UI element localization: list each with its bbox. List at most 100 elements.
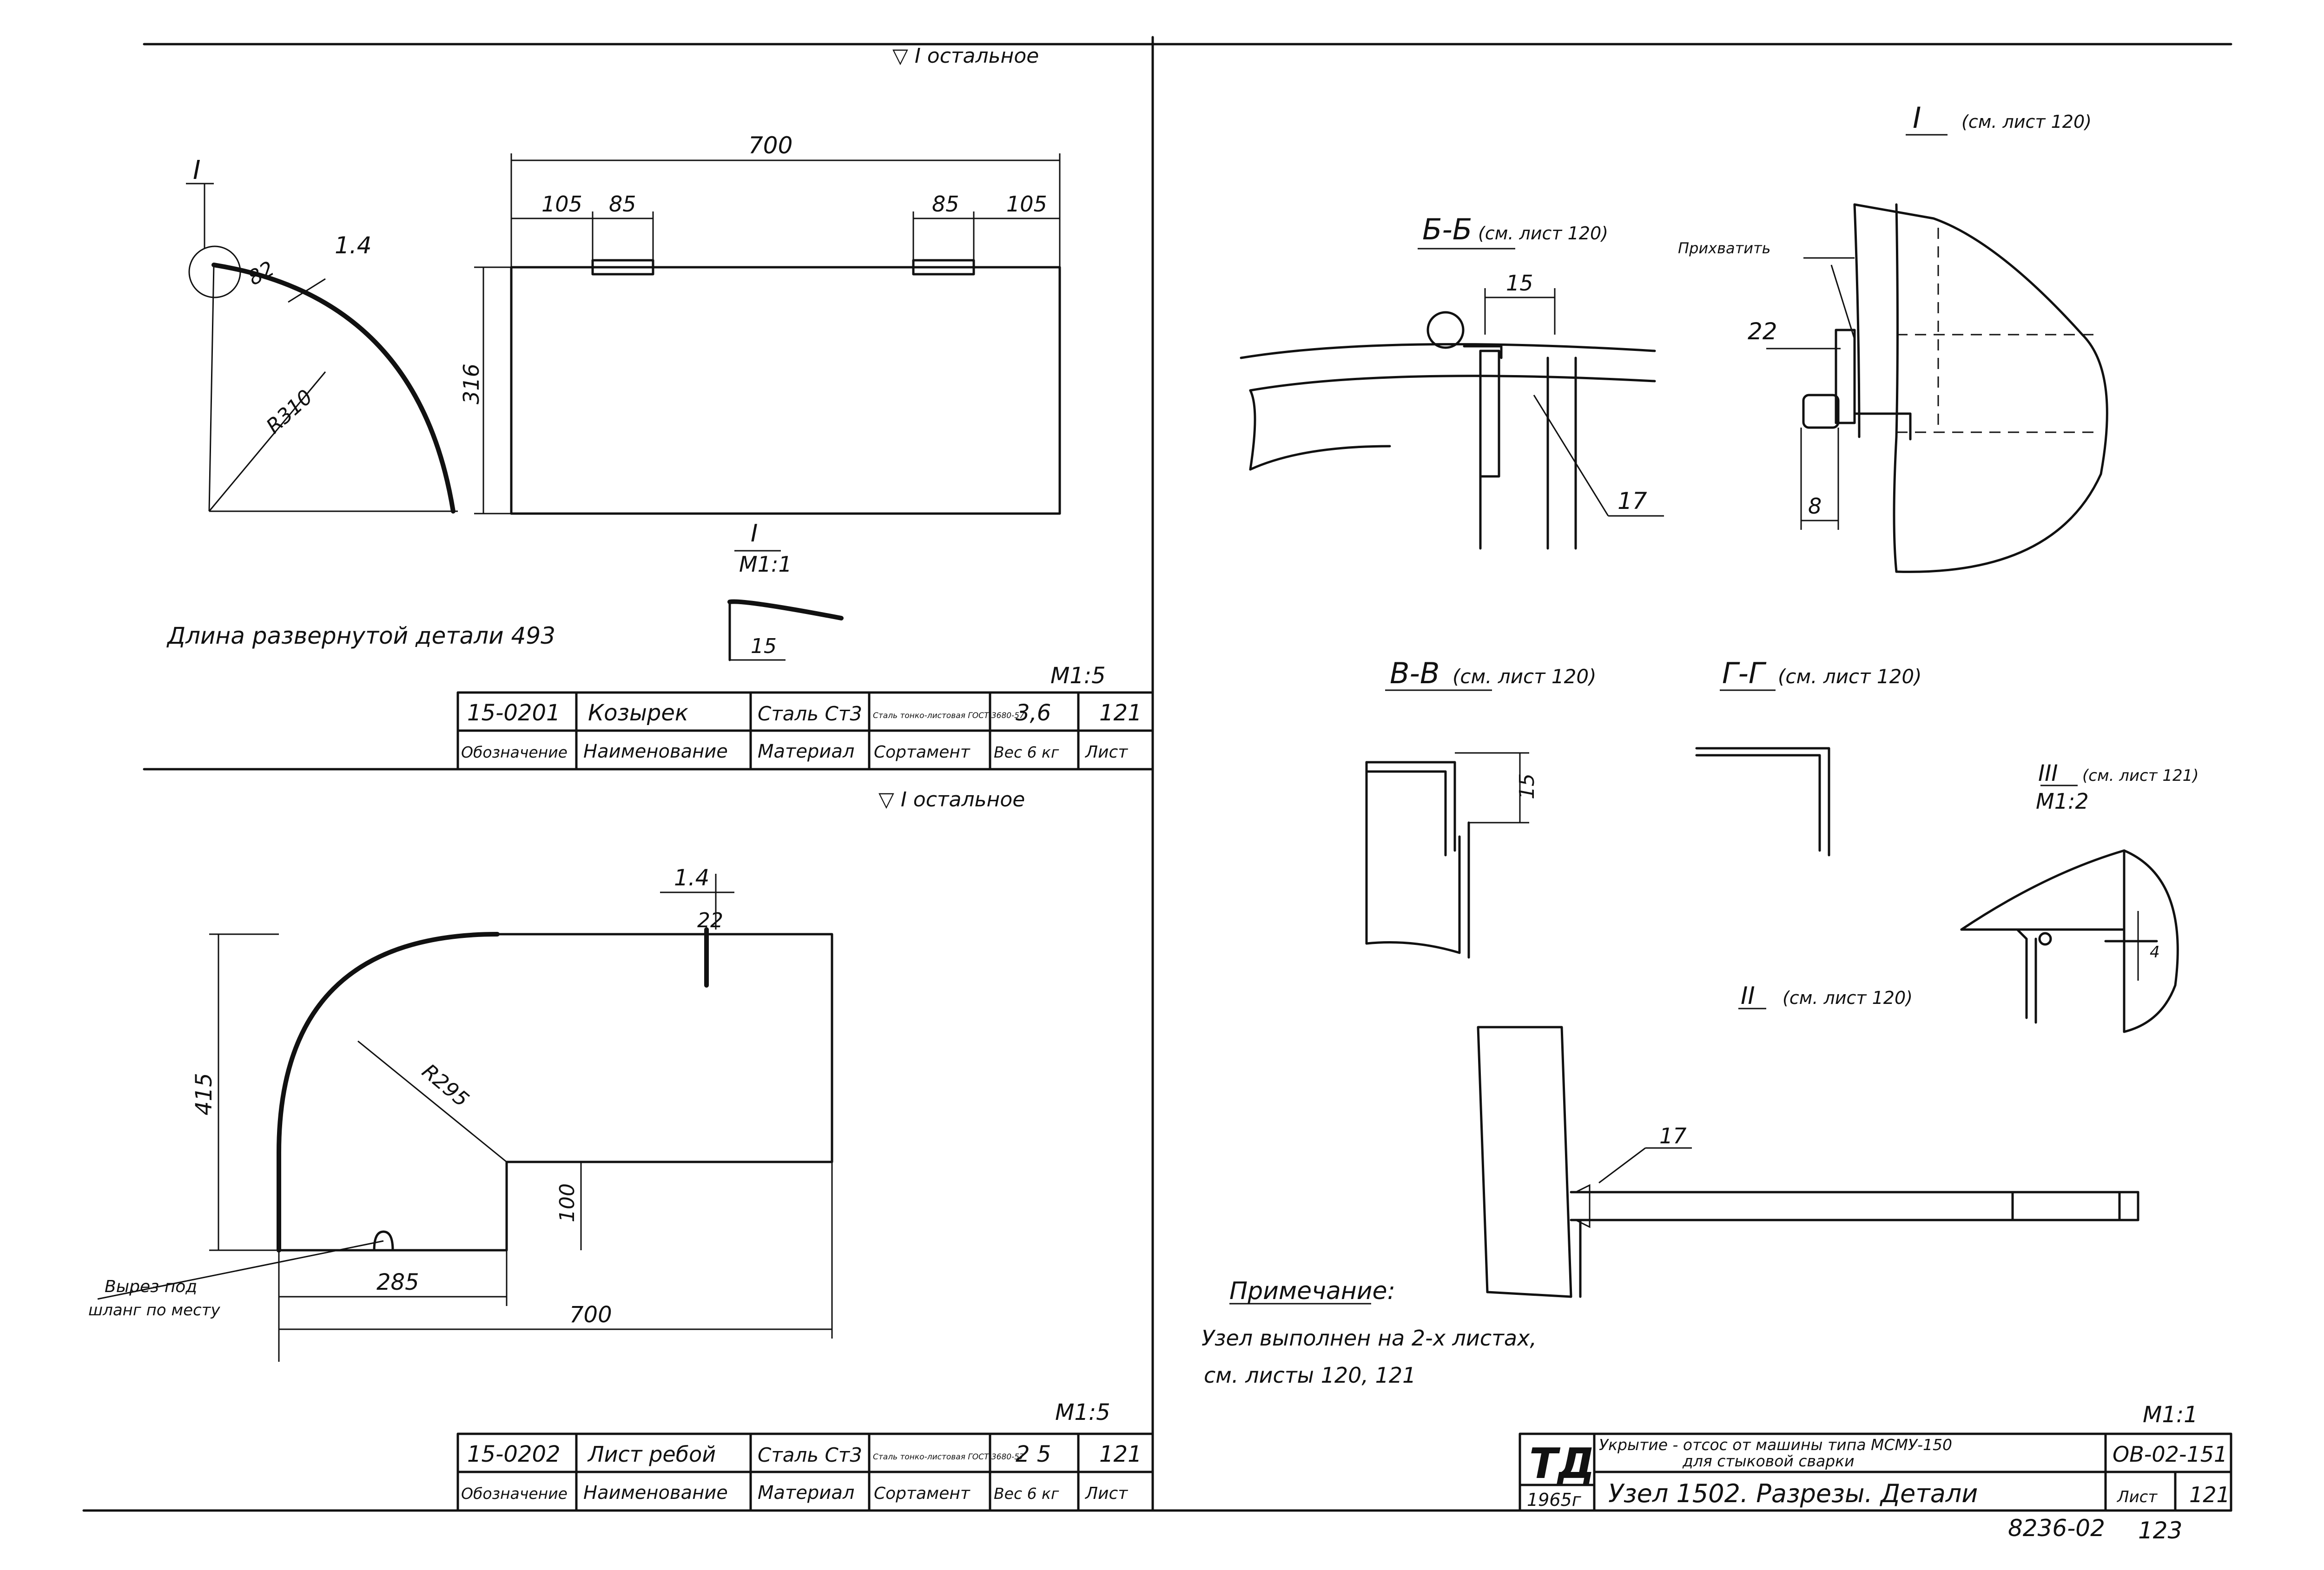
dim-105-left: 105 xyxy=(541,191,582,217)
tb-sheet-title: Узел 1502. Разрезы. Детали xyxy=(1608,1479,1978,1508)
dim-85-left: 85 xyxy=(609,191,636,217)
node-1 xyxy=(1766,134,2108,573)
detail-I-dim: 15 xyxy=(751,634,777,658)
weld-note: Прихватить xyxy=(1678,239,1771,257)
node-3-scale: M1:2 xyxy=(2036,789,2089,814)
top-left-part: ▽ I остальное I 1.4 82 R310 xyxy=(166,44,1106,689)
detail-I xyxy=(727,550,844,661)
tb-project-2: для стыковой сварки xyxy=(1682,1452,1855,1470)
t1-code: 15-0201 xyxy=(467,700,561,726)
node-3-label: III xyxy=(2038,760,2058,786)
scale-top-left: M1:5 xyxy=(1050,663,1106,689)
bb-title: Б-Б xyxy=(1422,212,1472,246)
section-bb xyxy=(1240,248,1664,550)
t2-h-material: Материал xyxy=(758,1482,854,1504)
vv-dim-15: 15 xyxy=(1515,773,1539,799)
t1-h-assortment: Сортамент xyxy=(874,743,971,762)
tb-page-no: 123 xyxy=(2138,1517,2182,1544)
tb-project-1: Укрытие - отсос от машины типа МСМУ-150 xyxy=(1599,1436,1952,1454)
t1-sheet: 121 xyxy=(1099,700,1142,726)
vv-ref: (см. лист 120) xyxy=(1452,665,1596,688)
bl-cutout-note-1: Вырез под xyxy=(105,1277,197,1296)
dim-85-right: 85 xyxy=(932,191,959,217)
thickness-label: 1.4 xyxy=(335,232,372,259)
t2-h-name: Наименование xyxy=(583,1482,728,1504)
node-1-ref: (см. лист 120) xyxy=(1961,112,2092,132)
detail-I-label: I xyxy=(751,520,758,548)
node-3 xyxy=(1960,785,2179,1033)
node-2-ref: (см. лист 120) xyxy=(1783,988,1913,1008)
title-block xyxy=(1519,1432,2232,1512)
bl-dim-100: 100 xyxy=(555,1183,579,1222)
n1-dim-8: 8 xyxy=(1808,494,1822,519)
tb-logo: ТД xyxy=(1529,1439,1595,1488)
t1-h-material: Материал xyxy=(758,741,854,762)
dim-700-top: 700 xyxy=(748,132,792,159)
spec-table-1 xyxy=(456,691,1154,771)
t1-h-code: Обозначение xyxy=(461,743,568,761)
tb-sheet-label: Лист xyxy=(2116,1488,2158,1506)
t2-h-assortment: Сортамент xyxy=(874,1484,971,1503)
t2-material: Сталь Ст3 xyxy=(758,1444,862,1466)
node-2-label: II xyxy=(1741,982,1755,1010)
n2-dim-17: 17 xyxy=(1659,1123,1687,1148)
node-1-label: I xyxy=(1913,101,1921,135)
bb-ref: (см. лист 120) xyxy=(1478,223,1608,244)
t1-weight: 3,6 xyxy=(1016,700,1051,726)
spec-table-2 xyxy=(456,1432,1154,1512)
t1-h-sheet: Лист xyxy=(1084,743,1128,762)
rect-view xyxy=(474,153,1061,515)
node-2 xyxy=(1477,1008,2139,1298)
bb-dim-17: 17 xyxy=(1618,488,1647,515)
bb-dim-15: 15 xyxy=(1506,270,1533,296)
tb-sheet-num: 121 xyxy=(2189,1482,2230,1507)
t2-h-weight: Вес 6 кг xyxy=(994,1484,1059,1503)
bl-dim-415: 415 xyxy=(191,1073,217,1115)
bottom-left-part: ▽ I остальное xyxy=(97,788,1025,1362)
t2-weight: 2 5 xyxy=(1016,1441,1051,1467)
t2-h-sheet: Лист xyxy=(1084,1484,1128,1503)
curved-profile xyxy=(186,183,458,514)
t1-material: Сталь Ст3 xyxy=(758,702,862,725)
t1-h-weight: Вес 6 кг xyxy=(994,743,1059,761)
note-line-2: см. листы 120, 121 xyxy=(1204,1363,1416,1388)
node-label-I: I xyxy=(193,155,201,185)
scale-right: M1:1 xyxy=(2143,1402,2198,1428)
n3-dim: 4 xyxy=(2150,943,2160,962)
t2-code: 15-0202 xyxy=(467,1441,561,1467)
surface-mark-2: ▽ I остальное xyxy=(878,788,1025,811)
dim-105-right: 105 xyxy=(1006,191,1047,217)
tb-archive-no: 8236-02 xyxy=(2008,1515,2105,1542)
t2-h-code: Обозначение xyxy=(461,1484,568,1503)
t1-assortment: Сталь тонко-листовая ГОСТ 3680-57 xyxy=(873,711,1024,720)
unfolded-length-note: Длина развернутой детали 493 xyxy=(166,622,555,649)
gg-ref: (см. лист 120) xyxy=(1778,665,1921,688)
section-gg xyxy=(1695,689,1830,857)
bl-dim-700: 700 xyxy=(569,1302,612,1328)
section-vv xyxy=(1365,689,1529,959)
note-title: Примечание: xyxy=(1229,1277,1395,1305)
bl-dim-285: 285 xyxy=(376,1269,419,1295)
surface-mark-1: ▽ I остальное xyxy=(892,44,1039,68)
tb-year: 1965г xyxy=(1527,1490,1582,1510)
bl-radius: R295 xyxy=(417,1059,474,1112)
bl-thickness: 1.4 xyxy=(674,865,709,891)
t2-name: Лист ребой xyxy=(587,1442,716,1467)
gg-title: Г-Г xyxy=(1722,656,1767,690)
scale-bottom-left: M1:5 xyxy=(1055,1399,1110,1425)
t2-assortment: Сталь тонко-листовая ГОСТ 3680-57 xyxy=(873,1452,1024,1462)
angle-label: 82 xyxy=(244,257,278,290)
n1-dim-22: 22 xyxy=(1748,318,1777,345)
node-3-ref: (см. лист 121) xyxy=(2082,766,2199,785)
vv-title: В-В xyxy=(1390,656,1439,690)
bl-dim-22: 22 xyxy=(697,909,723,932)
t2-sheet: 121 xyxy=(1099,1441,1142,1467)
tb-doc-code: ОВ-02-151 xyxy=(2113,1442,2227,1467)
bl-cutout-note-2: шланг по месту xyxy=(88,1301,220,1319)
radius-label: R310 xyxy=(262,385,317,439)
t1-name: Козырек xyxy=(588,700,688,726)
t1-h-name: Наименование xyxy=(583,741,728,762)
detail-I-scale: M1:1 xyxy=(739,552,792,577)
note-line-1: Узел выполнен на 2-х листах, xyxy=(1202,1326,1537,1351)
